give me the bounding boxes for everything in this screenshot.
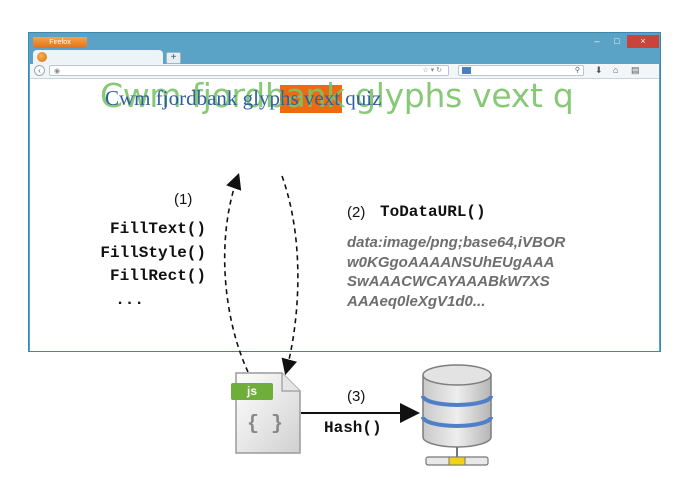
data-url-text: data:image/png;base64,iVBOR w0KGgoAAAANS… <box>347 233 565 311</box>
canvas-background-text: Cwm fjordbank glyphs vext q <box>100 76 574 115</box>
data-url-line: AAAeq0leXgV1d0... <box>347 292 486 310</box>
step3-label: (3) <box>347 388 366 405</box>
step1-label: (1) <box>174 191 193 208</box>
navigation-toolbar: ‹ ◉ ☆ ▾ ↻ ⚲ ⬇ ⌂ ▤ <box>30 64 659 79</box>
arrow-to-canvas <box>223 172 249 373</box>
search-engine-icon <box>462 67 471 74</box>
home-icon[interactable]: ⌂ <box>613 65 619 75</box>
search-bar[interactable]: ⚲ <box>458 65 584 76</box>
globe-icon: ◉ <box>54 68 61 75</box>
menu-icon[interactable]: ▤ <box>631 65 640 75</box>
firefox-menu-button[interactable]: Firefox <box>33 37 87 48</box>
database-server-icon <box>421 364 493 466</box>
canvas-foreground-text: Cwm fjordbank glyphs vext quiz <box>105 86 382 110</box>
new-tab-button[interactable]: + <box>166 52 181 64</box>
api-call: FillStyle() <box>100 243 206 262</box>
browser-tab[interactable] <box>33 50 163 64</box>
api-call: FillRect() <box>109 267 206 285</box>
hash-call: Hash() <box>324 419 382 437</box>
browser-window: Firefox – □ × + ‹ ◉ ☆ ▾ ↻ ⚲ ⬇ ⌂ ▤ <box>28 32 661 352</box>
todataurl-call: ToDataURL() <box>380 203 486 221</box>
js-badge: js <box>231 383 273 400</box>
data-url-line: data:image/png;base64,iVBOR <box>347 234 566 251</box>
canvas-rendered-text: Cwm fjordbank glyphs vext q Cwm fjordban… <box>100 76 574 123</box>
api-call: ... <box>115 290 144 309</box>
data-url-line: w0KGgoAAAANSUhEUgAAA <box>347 253 555 271</box>
minimize-button[interactable]: – <box>594 36 600 46</box>
firefox-icon <box>37 52 47 62</box>
back-arrow-icon[interactable]: ‹ <box>34 65 45 76</box>
api-call-list: FillText() FillStyle() FillRect() ... <box>56 218 206 312</box>
api-call: FillText() <box>109 220 206 238</box>
maximize-button[interactable]: □ <box>614 36 620 46</box>
url-bar[interactable]: ◉ ☆ ▾ ↻ <box>49 65 449 76</box>
page-content <box>30 79 659 351</box>
url-controls[interactable]: ☆ ▾ ↻ <box>422 67 442 74</box>
close-button[interactable]: × <box>627 35 659 48</box>
arrow-to-file <box>281 175 299 376</box>
download-icon[interactable]: ⬇ <box>595 65 603 75</box>
step2-label: (2) <box>347 204 366 221</box>
data-url-line: SwAAACWCAYAAABkW7XS <box>347 273 550 290</box>
fill-rect <box>280 85 342 113</box>
magnifier-icon[interactable]: ⚲ <box>574 67 580 74</box>
file-braces: { } <box>246 413 283 436</box>
